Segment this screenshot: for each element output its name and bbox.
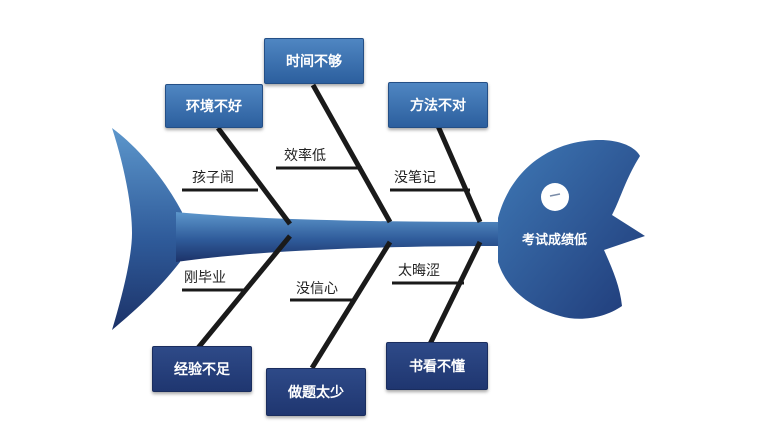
bone-bottom-1	[196, 234, 292, 350]
problem-label: 考试成绩低	[522, 233, 588, 248]
category-label-method: 方法不对	[410, 98, 466, 114]
category-label-environment: 环境不好	[186, 99, 242, 115]
bone-top-3	[435, 124, 483, 224]
cause-label-noise: 孩子闹	[192, 170, 234, 186]
category-label-time: 时间不够	[286, 54, 342, 70]
cause-label-confidence: 没信心	[296, 281, 338, 297]
bone-top-1	[216, 126, 292, 226]
category-box-method: 方法不对	[388, 82, 488, 128]
category-box-reading: 书看不懂	[386, 342, 488, 390]
bone-bottom-2	[309, 240, 393, 370]
fish-eye-mark	[549, 193, 561, 197]
category-label-reading: 书看不懂	[409, 359, 465, 375]
category-box-time: 时间不够	[264, 38, 364, 84]
category-box-environment: 环境不好	[165, 84, 263, 128]
fish-tail	[112, 128, 182, 330]
cause-label-obscure: 太晦涩	[398, 263, 440, 279]
category-label-experience: 经验不足	[174, 362, 230, 378]
fish-eye	[541, 183, 569, 211]
cause-label-notes: 没笔记	[394, 170, 436, 186]
bone-bottom-3	[427, 240, 483, 346]
cause-label-new-graduate: 刚毕业	[184, 270, 226, 286]
category-label-practice: 做题太少	[288, 385, 344, 401]
category-box-practice: 做题太少	[266, 368, 366, 416]
cause-label-efficiency: 效率低	[284, 148, 326, 164]
bone-top-2	[310, 83, 393, 224]
fish-head	[498, 140, 645, 319]
fish-spine	[176, 212, 512, 262]
category-box-experience: 经验不足	[152, 346, 252, 392]
